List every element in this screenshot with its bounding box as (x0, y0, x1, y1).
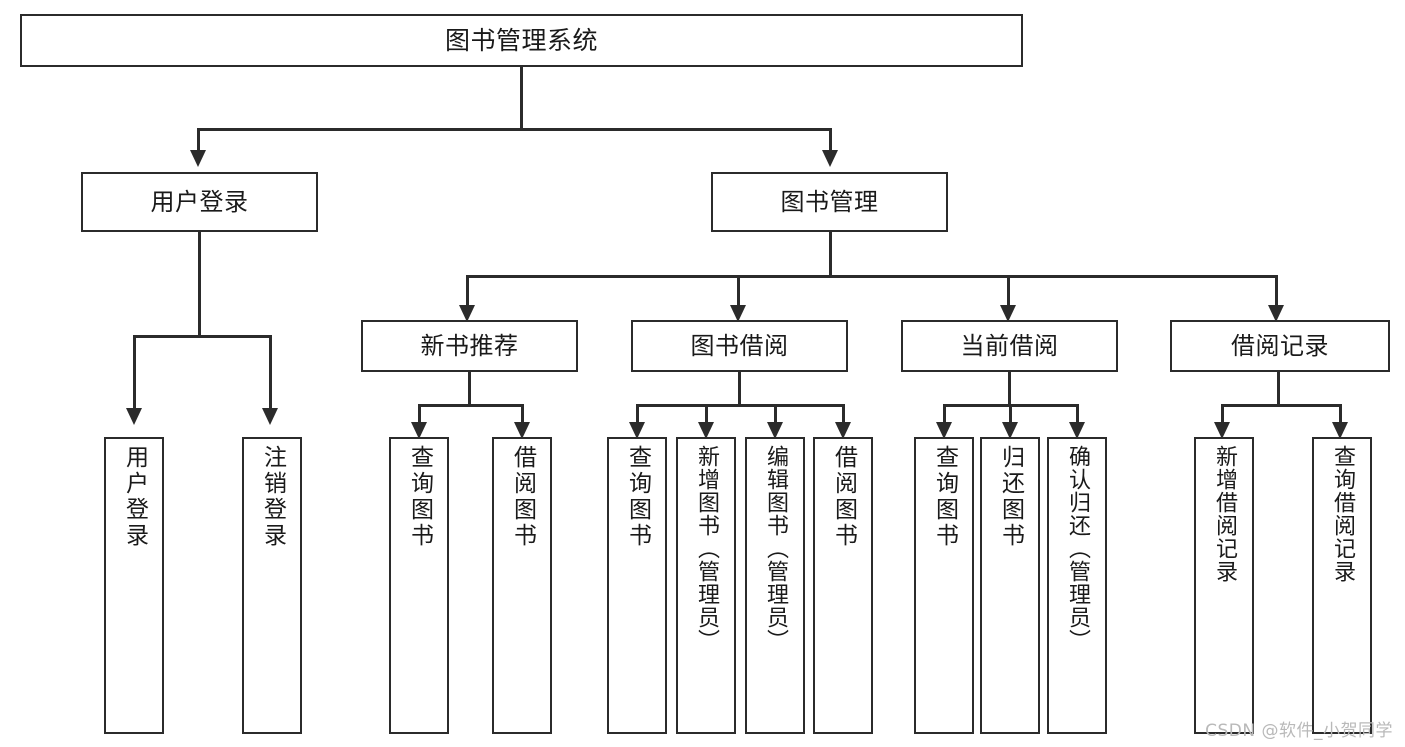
arrowhead-current-borrow-child-1 (936, 422, 952, 439)
leaf-user-login-logout[interactable]: 注销登录 (242, 437, 302, 734)
connector-borrow-record-drop-1 (1221, 404, 1224, 422)
arrowhead-user-login-2 (262, 408, 278, 425)
connector-root-drop-left (197, 128, 200, 150)
node-label: 新增借阅记录 (1212, 445, 1237, 583)
connector-book-borrow-drop-4 (842, 404, 845, 422)
node-label: 当前借阅 (960, 331, 1059, 360)
connector-user-login-drop-1 (133, 335, 136, 408)
node-book-borrow[interactable]: 图书借阅 (631, 320, 848, 372)
connector-book-borrow-drop-3 (774, 404, 777, 422)
node-label: 新增图书（管理员） (694, 445, 719, 652)
connector-root-bus (197, 128, 832, 131)
connector-book-manage-stem (829, 232, 832, 277)
leaf-user-login-login[interactable]: 用户登录 (104, 437, 164, 734)
connector-root-stem (520, 67, 523, 130)
arrowhead-borrow-record (1268, 305, 1284, 322)
connector-borrow-record-drop-2 (1339, 404, 1342, 422)
node-label: 图书管理系统 (444, 25, 598, 55)
connector-borrow-record-stem (1277, 372, 1280, 406)
node-new-book-recommend[interactable]: 新书推荐 (361, 320, 578, 372)
node-label: 图书管理 (780, 187, 879, 216)
connector-user-login-drop-2 (269, 335, 272, 408)
leaf-book-borrow-query[interactable]: 查询图书 (607, 437, 667, 734)
connector-book-manage-drop-3 (1007, 275, 1010, 305)
watermark: CSDN @软件_小贺同学 (1205, 721, 1393, 741)
connector-book-manage-drop-1 (466, 275, 469, 305)
node-root-system[interactable]: 图书管理系统 (20, 14, 1023, 67)
leaf-current-borrow-return[interactable]: 归还图书 (980, 437, 1040, 734)
arrowhead-book-borrow (730, 305, 746, 322)
node-label: 查询图书 (931, 445, 958, 549)
connector-current-borrow-drop-2 (1009, 404, 1012, 422)
node-label: 借阅图书 (509, 445, 536, 549)
node-label: 查询借阅记录 (1330, 445, 1355, 583)
node-user-login[interactable]: 用户登录 (81, 172, 318, 232)
leaf-current-borrow-query[interactable]: 查询图书 (914, 437, 974, 734)
arrowhead-book-borrow-child-4 (835, 422, 851, 439)
node-current-borrow[interactable]: 当前借阅 (901, 320, 1118, 372)
connector-borrow-record-bus (1221, 404, 1342, 407)
connector-book-borrow-drop-1 (636, 404, 639, 422)
connector-current-borrow-drop-1 (943, 404, 946, 422)
node-label: 用户登录 (150, 187, 249, 216)
connector-root-drop-right (829, 128, 832, 150)
node-label: 确认归还（管理员） (1065, 445, 1090, 652)
node-label: 借阅图书 (830, 445, 857, 549)
connector-new-book-bus (418, 404, 524, 407)
connector-book-borrow-bus (636, 404, 845, 407)
leaf-new-book-query[interactable]: 查询图书 (389, 437, 449, 734)
connector-new-book-stem (468, 372, 471, 406)
connector-book-manage-drop-2 (737, 275, 740, 305)
node-label: 新书推荐 (420, 331, 519, 360)
node-borrow-record[interactable]: 借阅记录 (1170, 320, 1390, 372)
leaf-current-borrow-confirm[interactable]: 确认归还（管理员） (1047, 437, 1107, 734)
arrowhead-new-book-child-2 (514, 422, 530, 439)
arrowhead-new-book-child-1 (411, 422, 427, 439)
leaf-book-borrow-borrow[interactable]: 借阅图书 (813, 437, 873, 734)
arrowhead-book-borrow-child-2 (698, 422, 714, 439)
connector-new-book-drop-2 (521, 404, 524, 422)
node-book-management[interactable]: 图书管理 (711, 172, 948, 232)
connector-book-manage-bus (466, 275, 1278, 278)
arrowhead-to-book-manage (822, 150, 838, 167)
arrowhead-book-borrow-child-1 (629, 422, 645, 439)
node-label: 归还图书 (997, 445, 1024, 549)
arrowhead-current-borrow (1000, 305, 1016, 322)
connector-user-login-bus (133, 335, 271, 338)
connector-user-login-stem (198, 232, 201, 337)
arrowhead-book-borrow-child-3 (767, 422, 783, 439)
arrowhead-new-book (459, 305, 475, 322)
node-label: 借阅记录 (1231, 331, 1329, 360)
leaf-borrow-record-add[interactable]: 新增借阅记录 (1194, 437, 1254, 734)
connector-book-borrow-drop-2 (705, 404, 708, 422)
leaf-borrow-record-query[interactable]: 查询借阅记录 (1312, 437, 1372, 734)
arrowhead-to-user-login (190, 150, 206, 167)
connector-book-borrow-stem (738, 372, 741, 406)
connector-current-borrow-drop-3 (1076, 404, 1079, 422)
connector-new-book-drop-1 (418, 404, 421, 422)
node-label: 查询图书 (406, 445, 433, 549)
arrowhead-current-borrow-child-3 (1069, 422, 1085, 439)
node-label: 用户登录 (121, 445, 148, 549)
node-label: 注销登录 (259, 445, 286, 549)
node-label: 查询图书 (624, 445, 651, 549)
leaf-book-borrow-add[interactable]: 新增图书（管理员） (676, 437, 736, 734)
connector-book-manage-drop-4 (1275, 275, 1278, 305)
node-label: 图书借阅 (690, 331, 789, 360)
connector-current-borrow-stem (1008, 372, 1011, 406)
arrowhead-user-login-1 (126, 408, 142, 425)
arrowhead-borrow-record-child-1 (1214, 422, 1230, 439)
leaf-new-book-borrow[interactable]: 借阅图书 (492, 437, 552, 734)
arrowhead-current-borrow-child-2 (1002, 422, 1018, 439)
leaf-book-borrow-edit[interactable]: 编辑图书（管理员） (745, 437, 805, 734)
arrowhead-borrow-record-child-2 (1332, 422, 1348, 439)
node-label: 编辑图书（管理员） (763, 445, 788, 652)
